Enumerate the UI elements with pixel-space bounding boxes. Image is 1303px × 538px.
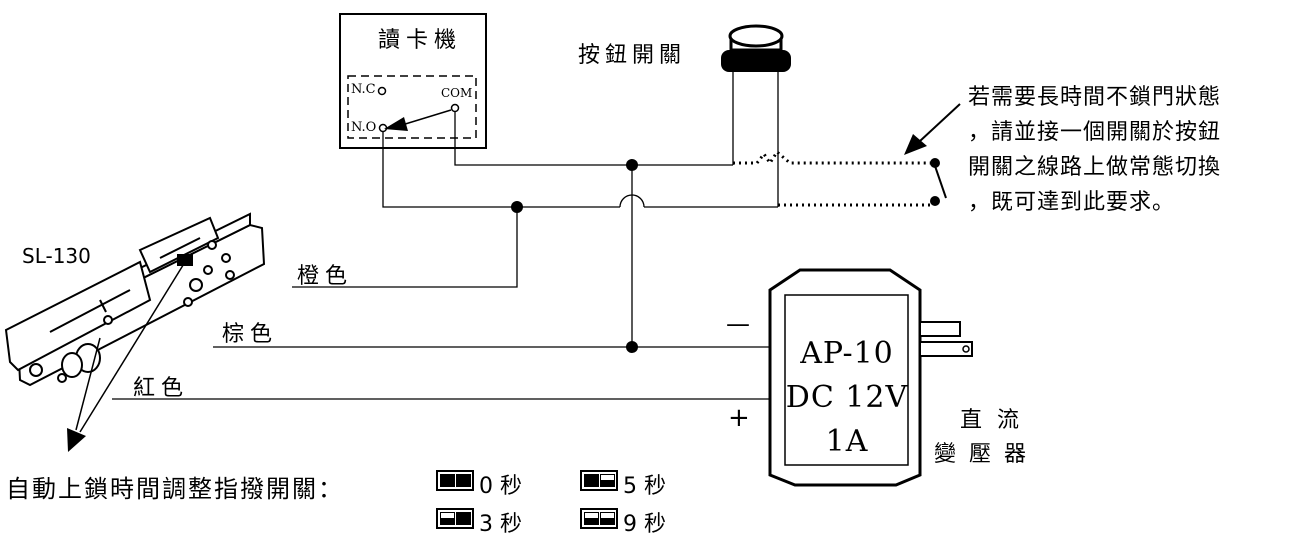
card-reader-terminal-area bbox=[347, 75, 477, 139]
note-line-3: 開關之線路上做常態切換 bbox=[968, 155, 1222, 180]
note-arrow bbox=[919, 103, 961, 142]
dip-value-3: 9 秒 bbox=[623, 512, 666, 537]
note-arrowhead bbox=[904, 134, 927, 155]
adapter-model: AP-10 bbox=[800, 336, 894, 371]
com-terminal bbox=[450, 103, 460, 113]
dip-icon-3 bbox=[580, 508, 618, 529]
nc-terminal bbox=[377, 86, 387, 96]
brown-wire-label: 棕色 bbox=[222, 322, 279, 347]
junction-dot bbox=[626, 159, 638, 171]
adapter-label-line-2: 變 壓 器 bbox=[934, 442, 1029, 467]
orange-wire-label: 橙色 bbox=[297, 264, 354, 289]
wire-orange bbox=[292, 207, 518, 288]
junction-dot bbox=[511, 201, 523, 213]
adapter-voltage: DC 12V bbox=[785, 380, 909, 415]
push-button-label: 按鈕開關 bbox=[578, 43, 687, 68]
com-label: COM bbox=[441, 86, 473, 100]
card-reader-box bbox=[339, 13, 487, 149]
no-label: N.O bbox=[351, 120, 377, 135]
card-reader-title: 讀卡機 bbox=[378, 28, 463, 53]
adapter-label-line-1: 直 流 bbox=[960, 408, 1023, 433]
dip-caption: 自動上鎖時間調整指撥開關： bbox=[6, 475, 344, 503]
dip-value-2: 3 秒 bbox=[479, 512, 522, 537]
wire-no bbox=[382, 132, 620, 208]
wire-com bbox=[454, 112, 733, 166]
no-terminal bbox=[378, 123, 388, 133]
electric-lock-icon bbox=[4, 212, 266, 387]
dip-pointer-arrowhead bbox=[67, 428, 86, 452]
dip-icon-0 bbox=[436, 470, 474, 491]
switch-terminal bbox=[930, 158, 940, 168]
junction-dot bbox=[626, 341, 638, 353]
switch-terminal bbox=[930, 196, 940, 206]
red-wire-label: 紅色 bbox=[133, 376, 190, 401]
adapter-current: 1A bbox=[825, 424, 869, 459]
adapter-minus: — bbox=[726, 310, 750, 338]
dip-icon-2 bbox=[436, 508, 474, 529]
dip-pointer-line bbox=[79, 261, 186, 433]
adapter-plus: + bbox=[728, 403, 750, 433]
note-line-2: ，請並接一個開關於按鈕 bbox=[968, 120, 1222, 145]
note-line-4: ，既可達到此要求。 bbox=[968, 190, 1176, 215]
switch-lever bbox=[934, 165, 947, 199]
nc-label: N.C bbox=[351, 82, 376, 97]
push-button-icon bbox=[721, 24, 791, 72]
dip-value-0: 0 秒 bbox=[479, 474, 522, 499]
note-line-1: 若需要長時間不鎖門狀態 bbox=[968, 85, 1222, 110]
relay-arm bbox=[401, 109, 452, 126]
bypass-switch bbox=[733, 149, 932, 207]
relay-arrowhead bbox=[384, 117, 408, 131]
dip-value-1: 5 秒 bbox=[623, 474, 666, 499]
dip-pointer-line-2 bbox=[75, 337, 101, 431]
power-adapter-icon bbox=[768, 268, 973, 487]
dip-icon-1 bbox=[580, 470, 618, 491]
lock-model-label: SL-130 bbox=[22, 244, 91, 268]
